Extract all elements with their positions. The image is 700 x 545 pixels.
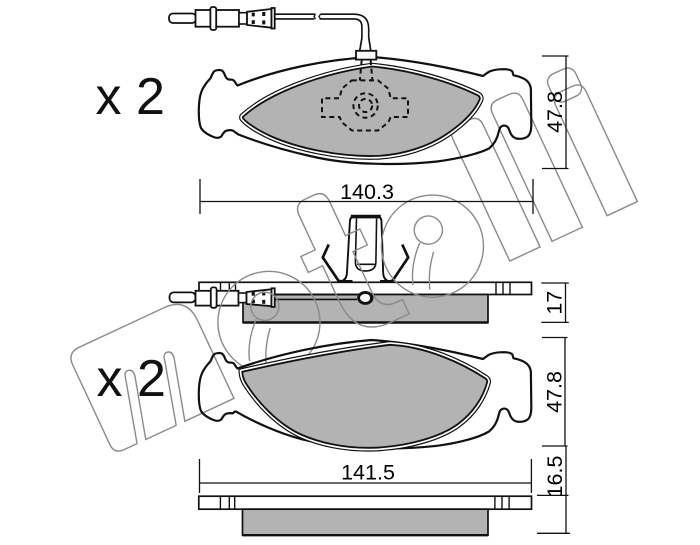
svg-text:x 2: x 2 bbox=[97, 350, 166, 408]
svg-text:140.3: 140.3 bbox=[340, 180, 394, 204]
svg-text:141.5: 141.5 bbox=[341, 461, 395, 485]
svg-text:17: 17 bbox=[543, 291, 567, 315]
svg-text:47.8: 47.8 bbox=[543, 91, 567, 133]
svg-text:x 2: x 2 bbox=[96, 68, 165, 126]
svg-text:16.5: 16.5 bbox=[543, 456, 567, 498]
svg-text:47.8: 47.8 bbox=[543, 371, 567, 413]
